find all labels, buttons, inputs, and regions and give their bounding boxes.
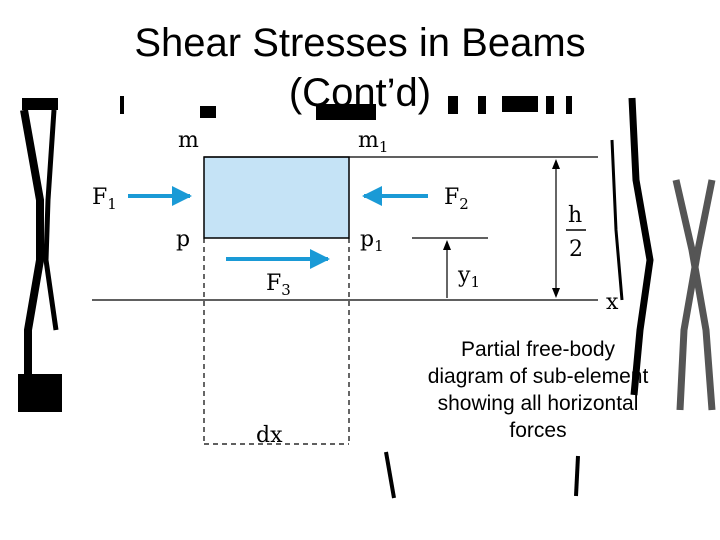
label-dx: dx (256, 423, 283, 448)
caption-line-4: forces (509, 419, 567, 442)
label-p: p (176, 227, 190, 252)
caption-line-2: diagram of sub-element (427, 365, 649, 388)
label-f1: F1 (92, 185, 117, 213)
sub-element-rect (203, 156, 350, 239)
label-f2: F2 (444, 185, 469, 213)
h-half-arrowhead-bottom (552, 288, 560, 298)
label-h-denominator: 2 (569, 237, 583, 262)
artifact-mark (628, 97, 654, 396)
artifact-mark (384, 451, 396, 499)
title-line-2: (Cont’d) (288, 71, 432, 115)
label-f3: F3 (266, 271, 291, 299)
label-p1: p1 (360, 227, 384, 255)
artifact-mark (448, 96, 458, 114)
artifact-mark (20, 109, 44, 376)
artifact-mark (566, 96, 572, 114)
label-h-numerator: h (568, 203, 582, 228)
artifact-mark (200, 106, 216, 118)
y1-arrowhead (443, 240, 451, 250)
artifact-mark (43, 109, 59, 331)
artifact-mark (120, 96, 124, 114)
label-y1: y1 (457, 263, 480, 291)
artifact-mark (610, 139, 624, 301)
artifact-mark (546, 96, 554, 114)
artifact-mark (676, 179, 716, 411)
title-line-1: Shear Stresses in Beams (134, 21, 586, 65)
artifact-mark (672, 179, 716, 411)
label-x-axis: x (606, 290, 619, 315)
artifact-mark (478, 96, 486, 114)
caption-line-1: Partial free-body (460, 338, 616, 361)
artifact-mark (574, 455, 580, 497)
h-half-arrowhead-top (552, 159, 560, 169)
caption-line-3: showing all horizontal (437, 392, 639, 415)
artifact-mark (18, 374, 62, 412)
artifact-mark (502, 96, 538, 112)
artifact-mark (22, 98, 58, 110)
label-m: m (178, 128, 199, 153)
diagram-caption: Partial free-body diagram of sub-element… (388, 336, 688, 444)
label-m1: m1 (358, 128, 388, 156)
artifact-mark (316, 104, 376, 120)
slide-title: Shear Stresses in Beams (Cont’d) (60, 18, 660, 118)
